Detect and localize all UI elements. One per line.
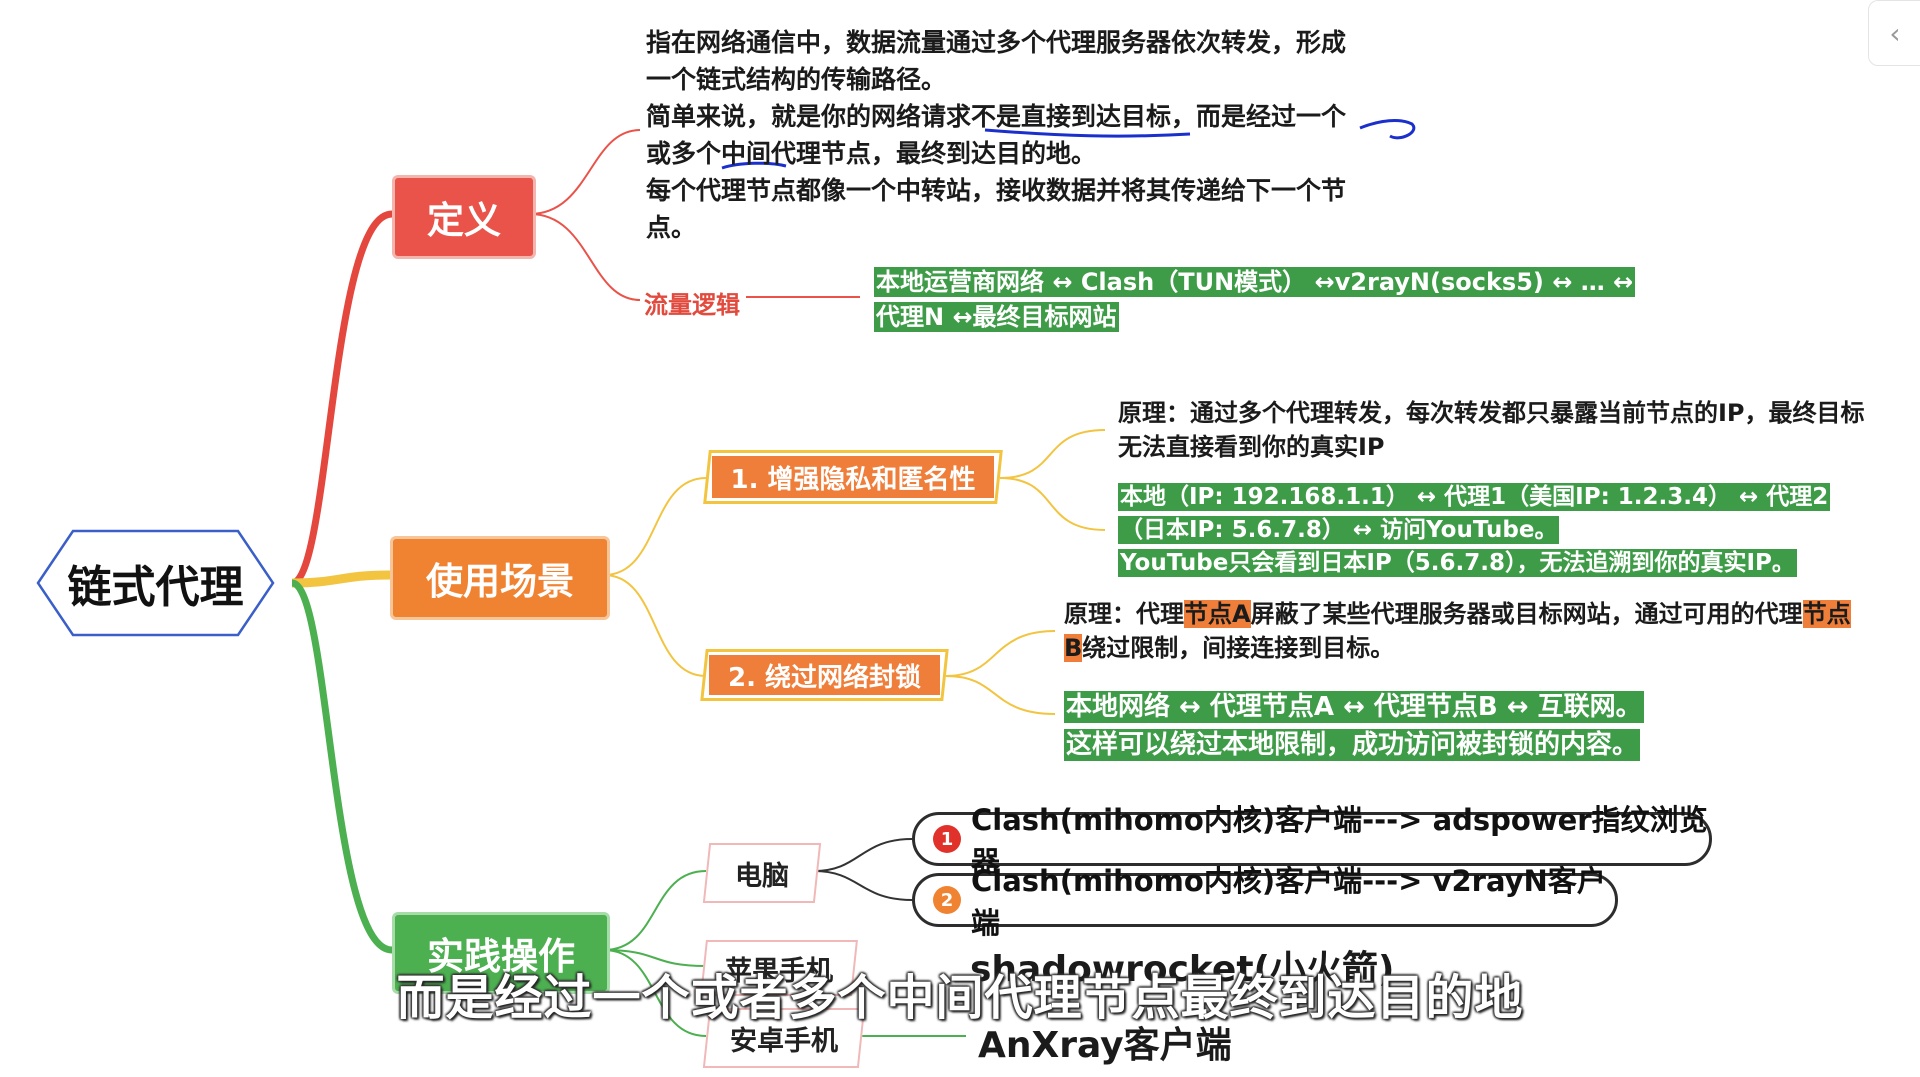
scenario-privacy[interactable]: 1. 增强隐私和匿名性 — [703, 450, 1003, 504]
scenario-privacy-principle: 原理：通过多个代理转发，每次转发都只暴露当前节点的IP，最终目标无法直接看到你的… — [1118, 399, 1865, 461]
device-pc-label: 电脑 — [735, 860, 789, 892]
bypass-example-line: 这样可以绕过本地限制，成功访问被封锁的内容。 — [1064, 729, 1641, 761]
number-2-icon: 2 — [933, 886, 961, 914]
definition-line: 点。 — [646, 213, 697, 242]
chevron-left-icon: ‹ — [1889, 16, 1901, 50]
branch-definition-label: 定义 — [427, 199, 501, 242]
flow-logic-text: 本地运营商网络 ↔ Clash（TUN模式） ↔v2rayN(socks5) ↔… — [874, 265, 1636, 335]
scenario-privacy-example: 本地（IP: 192.168.1.1） ↔ 代理1（美国IP: 1.2.3.4）… — [1118, 481, 1858, 580]
bypass-principle-part: 绕过限制，间接连接到目标。 — [1082, 634, 1395, 662]
pc-option-1-text: Clash(mihomo内核)客户端---> adspower指纹浏览器 — [971, 803, 1708, 879]
device-pc[interactable]: 电脑 — [702, 843, 822, 903]
definition-line: 或多个中间代理节点，最终到达目的地。 — [646, 139, 1097, 168]
hexagon-shape — [36, 529, 275, 637]
branch-practice-label: 实践操作 — [427, 935, 575, 978]
flow-logic-highlight: 本地运营商网络 ↔ Clash（TUN模式） ↔v2rayN(socks5) ↔… — [874, 267, 1636, 332]
scenario-bypass-label: 2. 绕过网络封锁 — [709, 655, 940, 695]
collapse-panel-button[interactable]: ‹ — [1868, 0, 1920, 66]
pc-option-2[interactable]: 2 Clash(mihomo内核)客户端---> v2rayN客户端 — [912, 864, 1618, 940]
scenario-privacy-label: 1. 增强隐私和匿名性 — [712, 456, 994, 498]
definition-line: 简单来说，就是你的网络请求不是直接到达目标，而是经过一个 — [646, 102, 1347, 131]
bypass-principle-part: 屏蔽了某些代理服务器或目标网站，通过可用的代理 — [1250, 600, 1803, 628]
scenario-bypass[interactable]: 2. 绕过网络封锁 — [700, 649, 949, 701]
bypass-principle-part: 原理：代理 — [1064, 600, 1184, 628]
scenario-bypass-principle: 原理：代理节点A屏蔽了某些代理服务器或目标网站，通过可用的代理节点B绕过限制，间… — [1064, 597, 1864, 665]
branch-definition[interactable]: 定义 — [392, 175, 536, 259]
video-subtitle: 而是经过一个或者多个中间代理节点最终到达目的地 — [396, 970, 1524, 1026]
android-client[interactable]: AnXray客户端 — [978, 1025, 1232, 1066]
privacy-example-line: 本地（IP: 192.168.1.1） ↔ 代理1（美国IP: 1.2.3.4）… — [1118, 483, 1831, 544]
bypass-example-line: 本地网络 ↔ 代理节点A ↔ 代理节点B ↔ 互联网。 — [1064, 691, 1644, 723]
branch-scenarios-label: 使用场景 — [426, 560, 574, 603]
branch-practice[interactable]: 实践操作 — [392, 912, 610, 994]
root-label: 链式代理 — [67, 562, 244, 613]
branch-scenarios[interactable]: 使用场景 — [390, 536, 610, 620]
definition-line: 指在网络通信中，数据流量通过多个代理服务器依次转发，形成 — [646, 28, 1347, 57]
scenario-bypass-example: 本地网络 ↔ 代理节点A ↔ 代理节点B ↔ 互联网。 这样可以绕过本地限制，成… — [1064, 688, 1684, 764]
privacy-example-line: YouTube只会看到日本IP（5.6.7.8），无法追溯到你的真实IP。 — [1118, 549, 1797, 577]
root-node[interactable]: 链式代理 — [18, 528, 293, 638]
pc-option-1[interactable]: 1 Clash(mihomo内核)客户端---> adspower指纹浏览器 — [912, 803, 1712, 879]
ios-client[interactable]: shadowrocket(小火箭) — [970, 949, 1395, 990]
definition-text: 指在网络通信中，数据流量通过多个代理服务器依次转发，形成 一个链式结构的传输路径… — [646, 24, 1416, 246]
flow-logic-label[interactable]: 流量逻辑 — [644, 291, 740, 319]
number-1-icon: 1 — [933, 825, 961, 853]
definition-line: 每个代理节点都像一个中转站，接收数据并将其传递给下一个节 — [646, 176, 1347, 205]
pc-option-2-text: Clash(mihomo内核)客户端---> v2rayN客户端 — [971, 864, 1606, 940]
highlight-node-a: 节点A — [1184, 600, 1251, 628]
definition-line: 一个链式结构的传输路径。 — [646, 65, 947, 94]
